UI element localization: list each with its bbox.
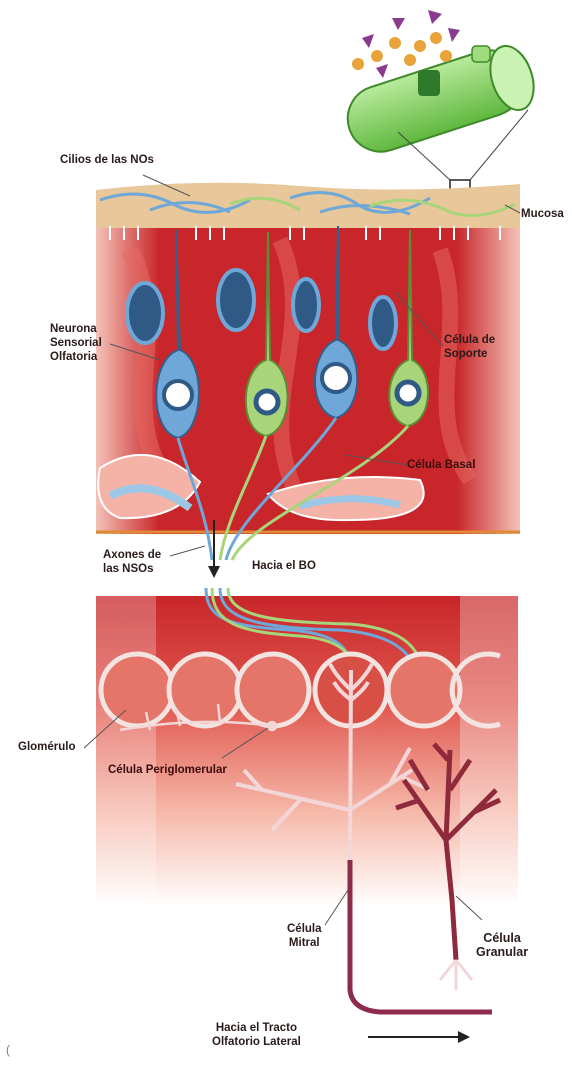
bulb-side-fade: [96, 596, 156, 906]
glomerulus: [169, 654, 241, 726]
lateral-tract-label: Hacia el Tracto Olfatorio Lateral: [212, 1021, 301, 1049]
bulb-tissue: [96, 596, 518, 906]
odorant-molecule: [371, 50, 383, 62]
odorant-triangle: [448, 28, 460, 42]
olfactory-epithelium: [96, 183, 520, 578]
glomerulus-label: Glomérulo: [18, 740, 76, 754]
receptor-inset: [339, 10, 541, 200]
axons-label: Axones de las NSOs: [103, 548, 161, 576]
corner-mark: (: [6, 1044, 10, 1058]
lateral-tract-arrowhead: [458, 1031, 470, 1043]
periglomerular-label: Célula Periglomerular: [108, 763, 227, 777]
support-cell-center: [256, 391, 278, 413]
axon-direction-arrowhead: [208, 566, 220, 578]
basal-cell-label: Célula Basal: [407, 458, 475, 472]
odorant-triangle: [428, 10, 442, 24]
granular-label: Célula Granular: [476, 931, 528, 959]
receptor-channel: [418, 70, 440, 96]
support-cell-nucleus: [127, 283, 163, 343]
bulb-side-fade: [460, 596, 520, 906]
odorant-triangle: [392, 18, 405, 30]
odorant-molecule: [430, 32, 442, 44]
sensory-neuron-label: Neurona Sensorial Olfatoria: [50, 322, 102, 364]
sensory-neuron-nucleus: [322, 364, 350, 392]
support-cell-center: [397, 382, 419, 404]
granular-cell-soma: [440, 960, 472, 990]
cilia-label: Cilios de las NOs: [60, 153, 154, 167]
glomerulus: [237, 654, 309, 726]
support-cell-label: Célula de Soporte: [444, 333, 495, 361]
sensory-neuron-nucleus: [164, 381, 192, 409]
glomerulus: [388, 654, 460, 726]
glomeruli-row: [101, 654, 460, 726]
support-cell-nucleus: [218, 270, 254, 330]
odorant-molecule: [414, 40, 426, 52]
glomerulus: [101, 654, 173, 726]
toward-bo-label: Hacia el BO: [252, 559, 316, 573]
odorant-molecule: [352, 58, 364, 70]
odorant-molecule: [404, 54, 416, 66]
receptor-pore: [472, 46, 490, 62]
mitral-label: Célula Mitral: [287, 922, 322, 950]
odorant-molecule: [440, 50, 452, 62]
support-cell-nucleus: [370, 297, 396, 349]
support-cell-nucleus: [293, 279, 319, 331]
mucosa-label: Mucosa: [521, 207, 564, 221]
odorant-molecule: [389, 37, 401, 49]
odorant-triangle: [362, 34, 374, 48]
odorant-triangle: [376, 64, 388, 78]
